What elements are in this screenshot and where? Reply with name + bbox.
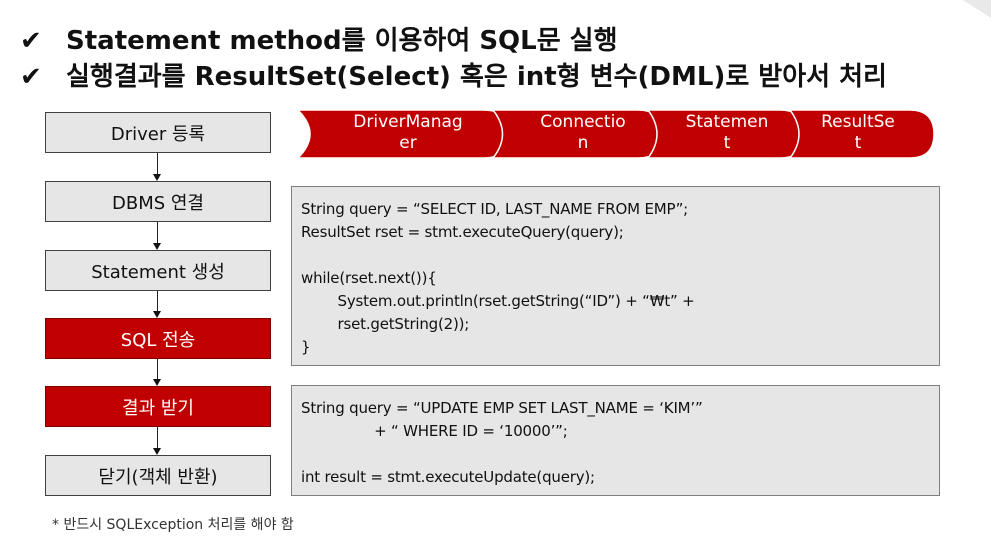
check-icon: ✔ bbox=[20, 26, 42, 56]
arrow-down-icon bbox=[153, 311, 161, 318]
code-box-update: String query = “UPDATE EMP SET LAST_NAME… bbox=[291, 385, 940, 496]
chain-label-line: t bbox=[723, 133, 731, 153]
arrow-down-icon bbox=[153, 448, 161, 455]
arrow-down-icon bbox=[153, 243, 161, 250]
chain-label-line: Statemen bbox=[685, 112, 769, 132]
title-line-1: ✔ Statement method를 이용하여 SQL문 실행 bbox=[20, 20, 618, 57]
step-label: 닫기(객체 반환) bbox=[98, 466, 218, 488]
step-label: Statement 생성 bbox=[91, 261, 225, 283]
step-sql-send: SQL 전송 bbox=[45, 318, 271, 359]
code-box-select: String query = “SELECT ID, LAST_NAME FRO… bbox=[291, 186, 940, 366]
footnote: * 반드시 SQLException 처리를 해야 함 bbox=[52, 517, 294, 533]
connector-line bbox=[157, 427, 158, 448]
chain-label-line: n bbox=[577, 133, 589, 153]
step-label: SQL 전송 bbox=[120, 329, 196, 351]
step-label: DBMS 연결 bbox=[111, 192, 204, 214]
step-label: 결과 받기 bbox=[122, 397, 194, 419]
title-text-2: 실행결과를 ResultSet(Select) 혹은 int형 변수(DML)로… bbox=[66, 62, 887, 92]
title-line-2: ✔ 실행결과를 ResultSet(Select) 혹은 int형 변수(DML)… bbox=[20, 56, 887, 93]
chain-shapes bbox=[296, 109, 935, 159]
connector-line bbox=[157, 359, 158, 379]
chain-label-line: DriverManag bbox=[353, 112, 463, 132]
chain-label-line: t bbox=[854, 133, 862, 153]
connector-line bbox=[157, 222, 158, 243]
connector-line bbox=[157, 291, 158, 311]
arrow-down-icon bbox=[153, 174, 161, 181]
connector-line bbox=[157, 153, 158, 174]
chain-label-line: Connectio bbox=[540, 112, 626, 132]
corner-decoration bbox=[963, 0, 991, 18]
step-receive-result: 결과 받기 bbox=[45, 386, 271, 427]
step-statement-create: Statement 생성 bbox=[45, 250, 271, 291]
chain-label-line: ResultSe bbox=[821, 112, 895, 132]
step-dbms-connect: DBMS 연결 bbox=[45, 181, 271, 222]
arrow-down-icon bbox=[153, 379, 161, 386]
step-driver-register: Driver 등록 bbox=[45, 112, 271, 153]
step-close: 닫기(객체 반환) bbox=[45, 455, 271, 496]
step-label: Driver 등록 bbox=[110, 123, 206, 145]
chevron-resultset bbox=[788, 109, 935, 159]
check-icon: ✔ bbox=[20, 62, 42, 92]
title-text-1: Statement method를 이용하여 SQL문 실행 bbox=[66, 26, 618, 56]
chain-label-line: er bbox=[399, 133, 417, 153]
